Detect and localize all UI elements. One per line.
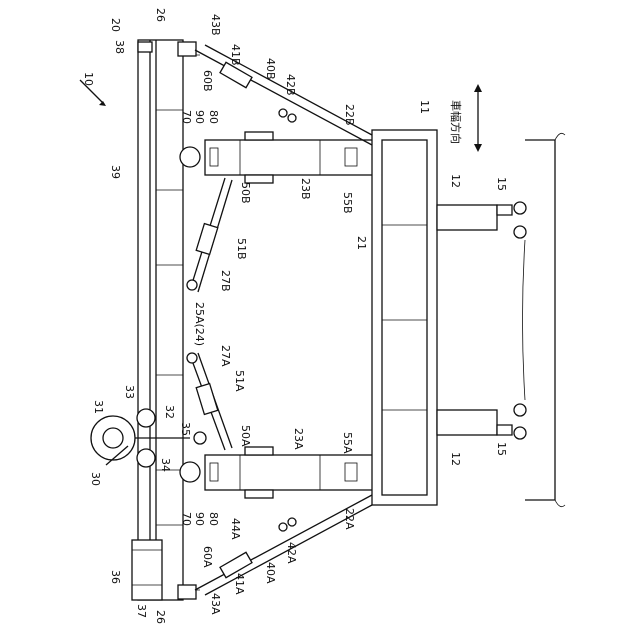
brace-50A [187,353,232,450]
label-55B: 55B [341,192,354,214]
label-21: 21 [355,236,368,250]
label-50B: 50B [239,182,252,204]
label-50A: 50A [239,425,252,447]
label-22B: 22B [343,104,356,126]
label-11: 11 [418,100,431,114]
cylinder-36 [132,540,162,600]
label-43A: 43A [209,593,222,615]
label-35: 35 [179,422,192,436]
label-34: 34 [159,458,172,472]
label-27A: 27A [219,345,232,367]
hinge-node-bottom [180,462,200,482]
label-42B: 42B [284,74,297,96]
vehicle-body [523,133,566,506]
label-10: 10 [82,72,95,86]
label-70-bottom: 70 [180,512,193,526]
label-15-top: 15 [495,177,508,191]
label-80-bottom: 80 [207,512,220,526]
label-direction: 車幅方向 [449,100,463,144]
label-27B: 27B [219,270,232,292]
column-23B [205,132,380,183]
arm-40B [195,45,372,145]
label-90-bottom: 90 [193,512,206,526]
label-41A: 41A [233,573,246,595]
label-12-bottom: 12 [449,452,462,466]
label-90-top: 90 [193,110,206,124]
label-30: 30 [89,472,102,486]
leg-12 [437,205,497,435]
base-frame-11 [372,130,437,505]
label-39: 39 [109,165,122,179]
label-26-bottom: 26 [154,610,167,624]
label-51B: 51B [235,238,248,260]
label-12-top: 12 [449,174,462,188]
label-15-bottom: 15 [495,442,508,456]
label-55A: 55A [341,432,354,454]
label-40B: 40B [264,58,277,80]
label-42A: 42A [285,542,298,564]
column-23A [205,447,380,498]
label-36: 36 [109,570,122,584]
hinge-node-top [180,147,200,167]
label-51A: 51A [233,370,246,392]
label-80-top: 80 [207,110,220,124]
label-25A: 25A(24) [193,302,206,346]
label-32: 32 [163,405,176,419]
label-26-top: 26 [154,8,167,22]
label-60A: 60A [201,546,214,568]
wheel-assembly-30 [91,409,206,467]
label-38: 38 [113,40,126,54]
label-23A: 23A [292,428,305,450]
label-37: 37 [135,604,148,618]
label-22A: 22A [343,508,356,530]
label-70-top: 70 [180,110,193,124]
label-40A: 40A [264,562,277,584]
label-41B: 41B [229,44,242,66]
direction-arrow [474,84,482,152]
label-43B: 43B [209,14,222,36]
label-60B: 60B [201,70,214,92]
label-31: 31 [92,400,105,414]
label-23B: 23B [299,178,312,200]
label-33: 33 [123,385,136,399]
rail-15 [497,202,526,439]
label-20: 20 [109,18,122,32]
label-44A: 44A [229,518,242,540]
